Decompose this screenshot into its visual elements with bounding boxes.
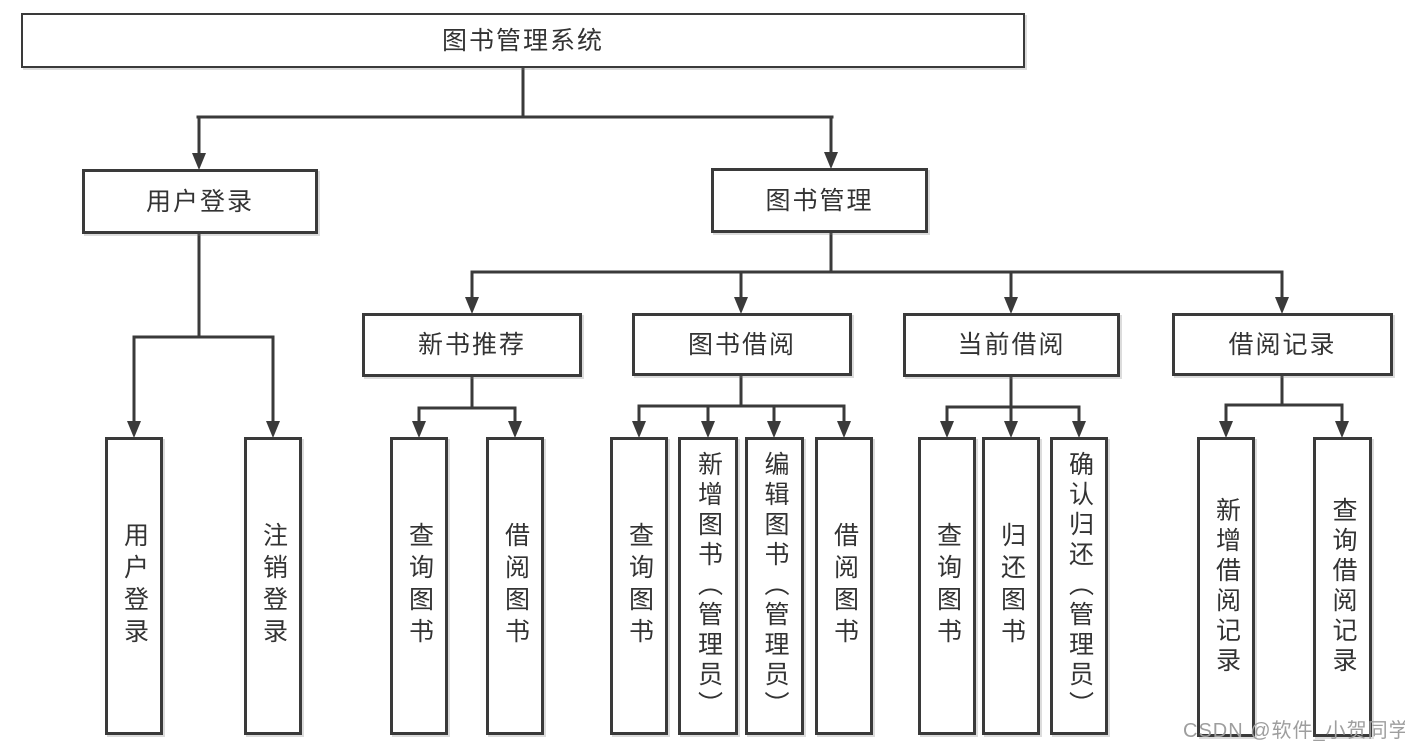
node-borrowing-records: 借阅记录 bbox=[1172, 313, 1393, 376]
node-label: 借阅记录 bbox=[1228, 330, 1337, 359]
node-label: 确认归还（管理员） bbox=[1065, 451, 1094, 721]
connector-book-management bbox=[465, 231, 1289, 314]
node-label: 注销登录 bbox=[259, 522, 288, 650]
node-label: 图书借阅 bbox=[687, 330, 796, 359]
node-label: 图书管理系统 bbox=[441, 26, 604, 55]
node-label: 新增图书（管理员） bbox=[694, 451, 723, 721]
connector-new-book-recommend bbox=[412, 375, 522, 438]
connector-book-borrowing bbox=[632, 374, 851, 438]
leaf-query-books-borrow: 查询图书 bbox=[610, 437, 668, 735]
node-book-management: 图书管理 bbox=[711, 168, 928, 233]
leaf-add-book-admin: 新增图书（管理员） bbox=[678, 437, 738, 735]
node-label: 用户登录 bbox=[120, 522, 149, 650]
leaf-add-borrow-record: 新增借阅记录 bbox=[1197, 437, 1255, 737]
node-label: 新书推荐 bbox=[417, 331, 526, 359]
node-label: 查询图书 bbox=[405, 522, 434, 650]
leaf-borrow-books-recommend: 借阅图书 bbox=[486, 437, 544, 735]
connector-current-borrowing bbox=[940, 375, 1086, 438]
leaf-user-login: 用户登录 bbox=[105, 437, 163, 735]
connector-borrowing-records bbox=[1219, 374, 1349, 438]
leaf-query-books-current: 查询图书 bbox=[918, 437, 976, 735]
node-library-management-system: 图书管理系统 bbox=[21, 13, 1025, 68]
node-label: 查询借阅记录 bbox=[1329, 497, 1357, 677]
leaf-return-books: 归还图书 bbox=[982, 437, 1040, 735]
leaf-edit-book-admin: 编辑图书（管理员） bbox=[745, 437, 804, 735]
node-label: 当前借阅 bbox=[957, 331, 1066, 359]
connector-root bbox=[192, 66, 838, 170]
leaf-query-borrow-record: 查询借阅记录 bbox=[1313, 437, 1372, 737]
node-new-book-recommend: 新书推荐 bbox=[362, 313, 582, 377]
leaf-query-books-recommend: 查询图书 bbox=[390, 437, 448, 735]
node-label: 用户登录 bbox=[145, 187, 254, 216]
node-label: 归还图书 bbox=[997, 522, 1026, 650]
node-label: 查询图书 bbox=[933, 522, 962, 650]
leaf-logout: 注销登录 bbox=[244, 437, 302, 735]
node-user-login: 用户登录 bbox=[82, 169, 318, 234]
node-label: 编辑图书（管理员） bbox=[761, 451, 789, 721]
node-label: 借阅图书 bbox=[830, 522, 859, 650]
node-label: 图书管理 bbox=[765, 186, 874, 215]
leaf-borrow-books: 借阅图书 bbox=[815, 437, 873, 735]
node-label: 借阅图书 bbox=[501, 522, 530, 650]
leaf-confirm-return-admin: 确认归还（管理员） bbox=[1050, 437, 1108, 735]
node-label: 新增借阅记录 bbox=[1212, 497, 1241, 677]
connector-user-login bbox=[127, 232, 280, 438]
node-label: 查询图书 bbox=[625, 522, 654, 650]
csdn-watermark: CSDN @软件_小贺同学 bbox=[1183, 720, 1405, 742]
node-book-borrowing: 图书借阅 bbox=[632, 313, 852, 376]
node-current-borrowing: 当前借阅 bbox=[903, 313, 1120, 377]
